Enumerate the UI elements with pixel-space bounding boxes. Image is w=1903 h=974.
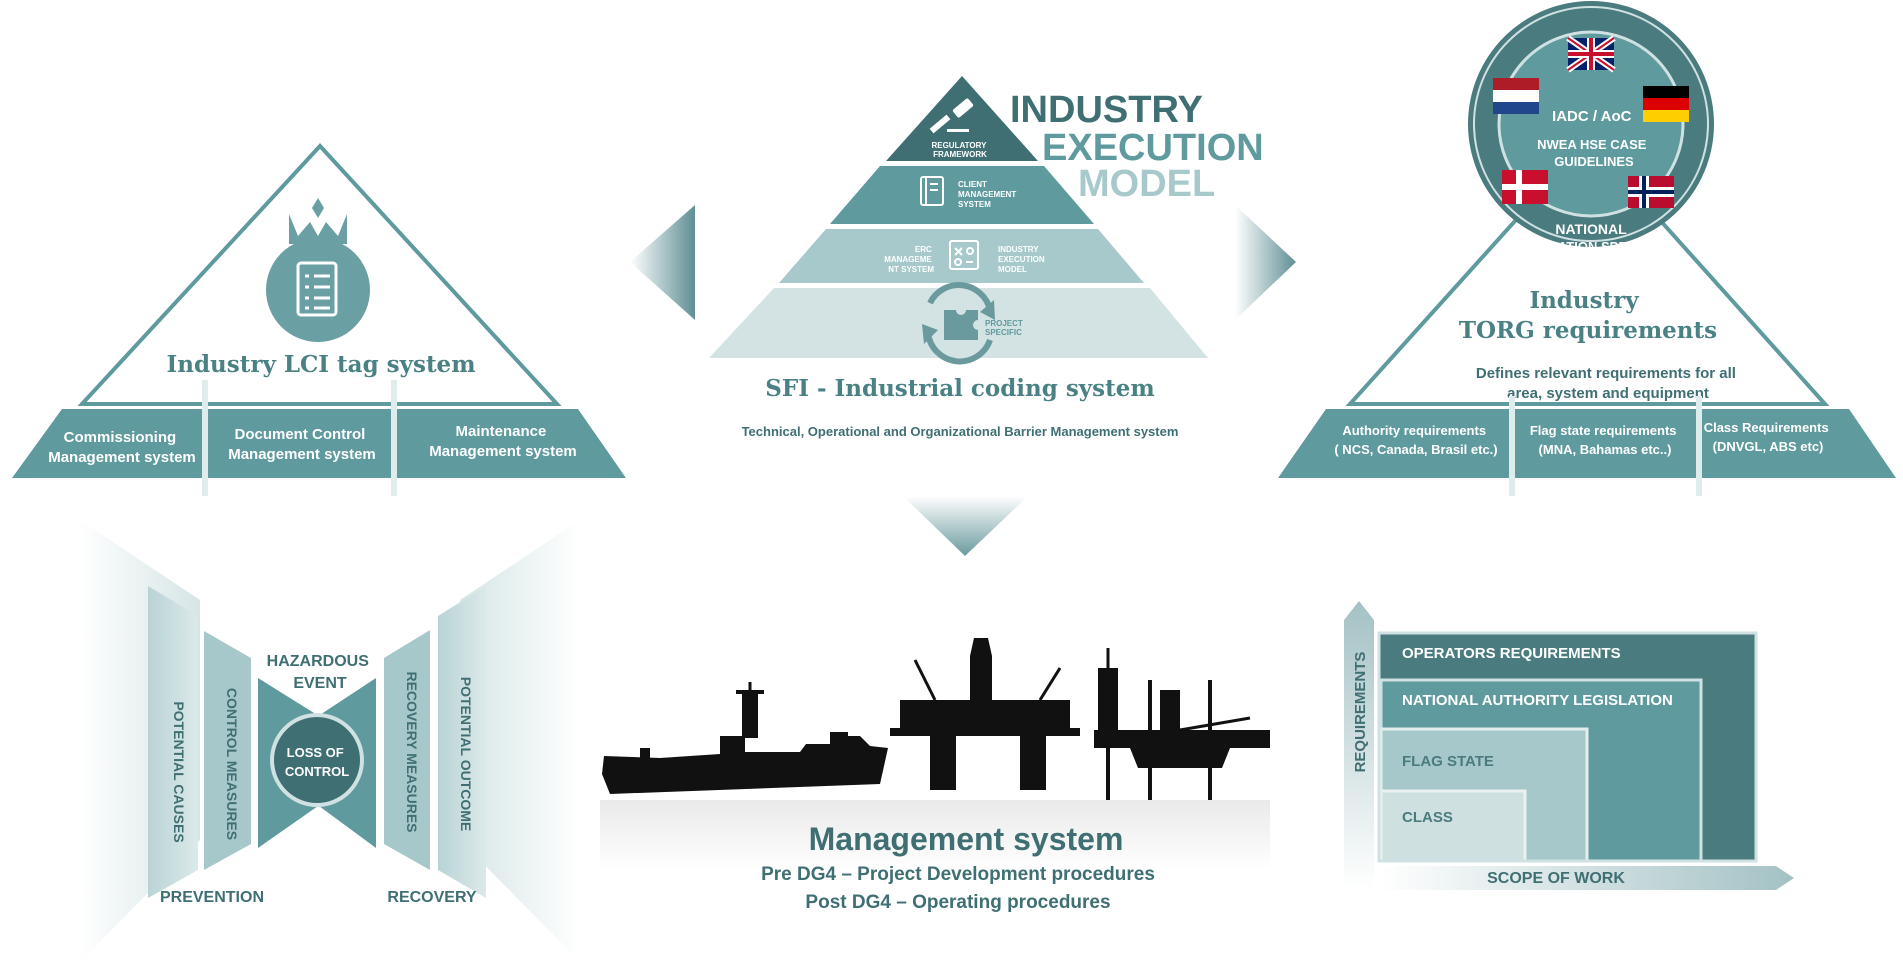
ring-label-national: NATIONAL xyxy=(1555,221,1627,237)
mgmt-line-2: Post DG4 – Operating procedures xyxy=(805,892,1110,913)
layer-operators-label: OPERATORS REQUIREMENTS xyxy=(1402,645,1621,662)
arrow-right-icon xyxy=(1235,205,1296,320)
layer-flag-state-label: FLAG STATE xyxy=(1402,753,1494,770)
iem-subtitle: SFI - Industrial coding system xyxy=(765,375,1154,402)
torg-section: NATIONAL OPERATION SPECIFIC xyxy=(1278,1,1896,496)
iem-section: REGULATORY FRAMEWORK CLIENT MANAGEMENT S… xyxy=(709,76,1264,439)
mgmt-section: Management system Pre DG4 – Project Deve… xyxy=(600,638,1270,913)
layer-class-label: CLASS xyxy=(1402,809,1453,826)
control-measures-label: CONTROL MEASURES xyxy=(224,688,240,840)
hazardous-event-label: HAZARDOUS EVENT xyxy=(267,653,374,692)
requirements-section: REQUIREMENTS SCOPE OF WORK OPERATORS REQ… xyxy=(1344,601,1794,890)
x-axis-label: SCOPE OF WORK xyxy=(1487,870,1625,887)
lci-badge-circle xyxy=(266,238,370,342)
potential-outcome-label: POTENTIAL OUTCOME xyxy=(458,677,474,832)
bowtie-section: LOSS OF CONTROL HAZARDOUS EVENT POTENTIA… xyxy=(80,520,580,962)
denmark-flag-icon xyxy=(1502,170,1548,204)
mgmt-line-1: Pre DG4 – Project Development procedures xyxy=(761,864,1155,885)
iem-title-line-1: INDUSTRY xyxy=(1010,89,1203,131)
semisubmersible-rig-silhouette xyxy=(890,638,1080,790)
arrow-down-icon xyxy=(903,496,1028,556)
arrow-left-icon xyxy=(630,205,695,320)
layer-national-label: NATIONAL AUTHORITY LEGISLATION xyxy=(1402,692,1673,709)
lci-title: Industry LCI tag system xyxy=(166,351,475,378)
potential-causes-label: POTENTIAL CAUSES xyxy=(171,701,187,842)
prevention-label: PREVENTION xyxy=(160,889,264,906)
y-axis-label: REQUIREMENTS xyxy=(1352,652,1369,773)
norway-flag-icon xyxy=(1628,176,1674,208)
recovery-measures-label: RECOVERY MEASURES xyxy=(404,671,420,832)
jackup-rig-silhouette xyxy=(1094,648,1270,800)
layer-class xyxy=(1381,791,1525,861)
iem-caption: Technical, Operational and Organizationa… xyxy=(742,424,1179,439)
level-1-label: REGULATORY FRAMEWORK xyxy=(931,141,988,159)
loss-of-control-circle xyxy=(272,715,362,805)
uk-flag-icon xyxy=(1568,38,1614,70)
level-4-label: PROJECT SPECIFIC xyxy=(985,319,1025,337)
netherlands-flag-icon xyxy=(1493,78,1539,114)
recovery-label: RECOVERY xyxy=(387,889,477,906)
germany-flag-icon xyxy=(1643,86,1689,122)
drillship-silhouette xyxy=(602,682,888,794)
lci-section: Industry LCI tag system Commissioning Ma… xyxy=(12,146,626,496)
ring-label-operation: OPERATION SPECIFIC xyxy=(1521,239,1661,254)
mgmt-title: Management system xyxy=(809,821,1124,857)
pyramid-level-3 xyxy=(779,229,1144,283)
iem-title-line-3: MODEL xyxy=(1078,163,1215,205)
